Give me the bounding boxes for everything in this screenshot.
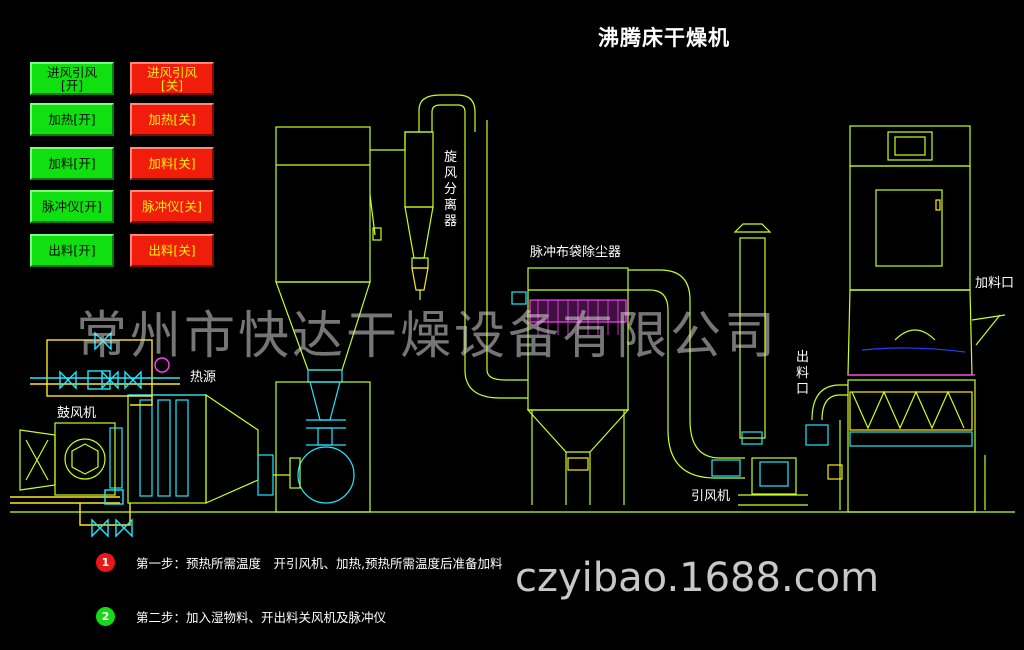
heater-unit	[127, 393, 290, 504]
pulse-off-button[interactable]: 脉冲仪[关]	[130, 190, 214, 223]
exhaust-duct	[628, 269, 745, 479]
discharge-port-label: 出料口	[796, 350, 810, 397]
step-2: 2 第二步：加入湿物料、开出料关风机及脉冲仪	[96, 607, 386, 626]
step-1: 1 第一步：预热所需温度 开引风机、加热,预热所需温度后准备加料	[96, 553, 502, 572]
blower-label: 鼓风机	[57, 406, 97, 421]
intake-fan-off-button[interactable]: 进风引风 [关]	[130, 62, 214, 95]
company-watermark: 常州市快达干燥设备有限公司	[76, 307, 779, 366]
blower-unit	[19, 422, 123, 496]
cyclone-label: 旋风分离器	[444, 150, 458, 229]
bag-filter	[511, 267, 630, 505]
step-1-text: 第一步：预热所需温度 开引风机、加热,预热所需温度后准备加料	[136, 556, 503, 571]
feeding-off-button[interactable]: 加料[关]	[130, 147, 214, 180]
heating-off-button[interactable]: 加热[关]	[130, 103, 214, 136]
pulse-on-button[interactable]: 脉冲仪[开]	[30, 190, 114, 223]
induced-fan-stack	[733, 223, 808, 506]
fluid-bed-chamber	[275, 126, 382, 513]
main-dryer	[805, 125, 1006, 513]
cyclone-separator	[370, 94, 528, 399]
discharge-off-button[interactable]: 出料[关]	[130, 234, 214, 267]
discharge-on-button[interactable]: 出料[开]	[30, 234, 114, 267]
feeding-on-button[interactable]: 加料[开]	[30, 147, 114, 180]
step-2-badge: 2	[96, 607, 115, 626]
step-2-text: 第二步：加入湿物料、开出料关风机及脉冲仪	[136, 610, 387, 625]
intake-fan-on-button[interactable]: 进风引风 [开]	[30, 62, 114, 95]
step-1-badge: 1	[96, 553, 115, 572]
heating-on-button[interactable]: 加热[开]	[30, 103, 114, 136]
feed-port-label: 加料口	[975, 276, 1015, 291]
bag-filter-label: 脉冲布袋除尘器	[530, 245, 622, 260]
heat-pipework	[10, 331, 180, 538]
site-watermark: czyibao.1688.com	[515, 555, 880, 601]
heat-source-label: 热源	[190, 370, 217, 385]
page-title: 沸腾床干燥机	[598, 26, 730, 50]
induced-fan-label: 引风机	[691, 489, 731, 504]
